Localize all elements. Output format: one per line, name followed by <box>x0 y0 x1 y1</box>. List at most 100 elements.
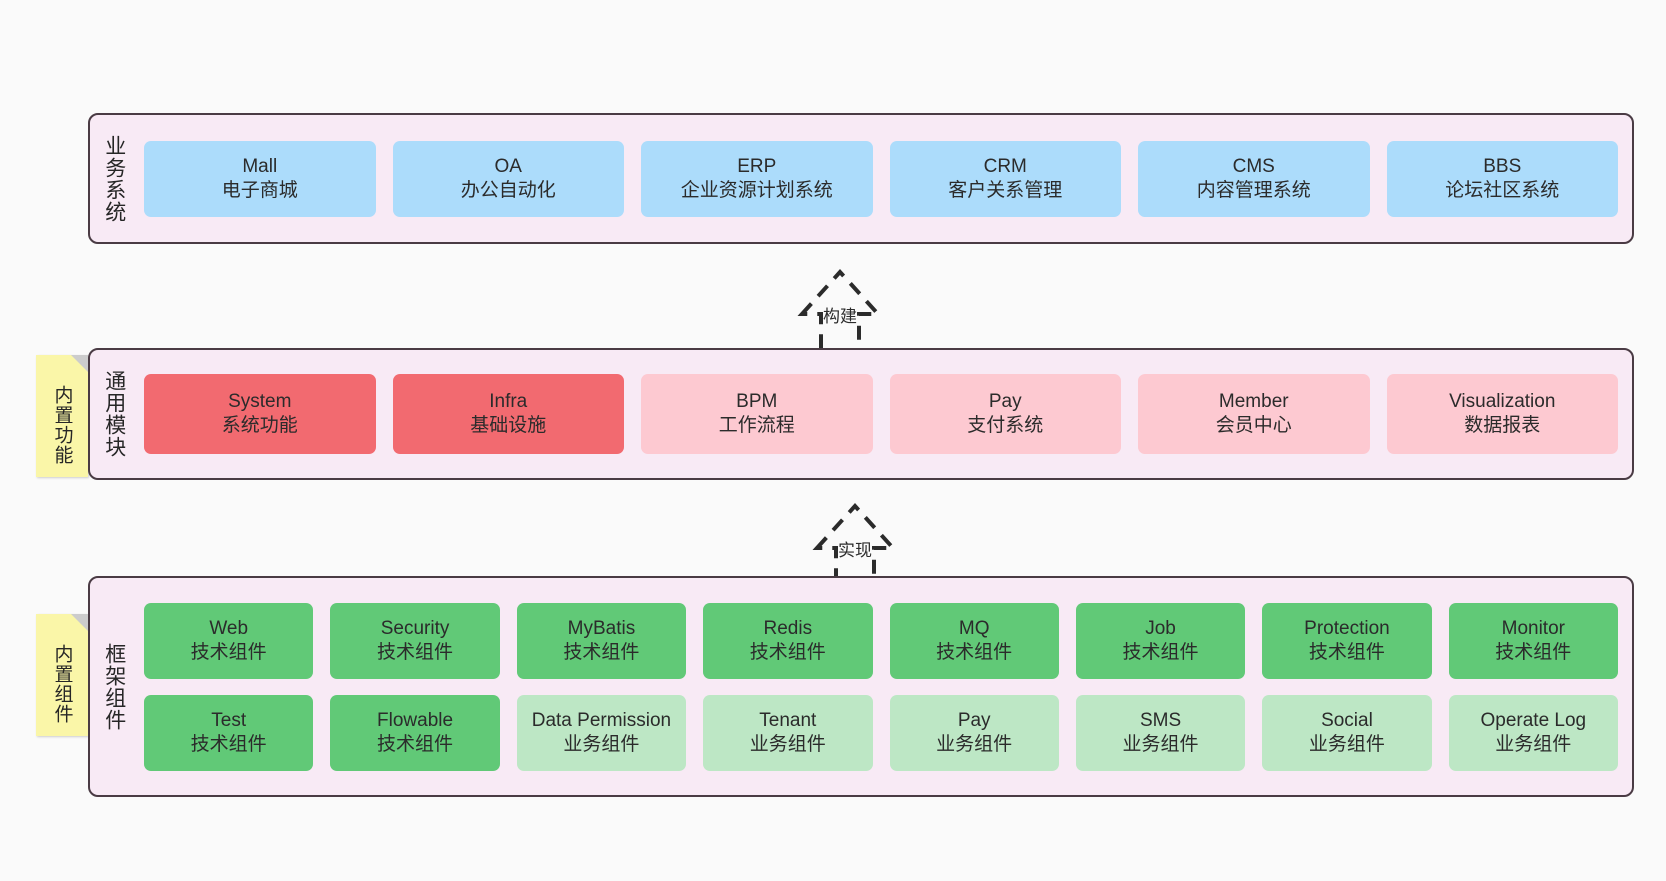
node-crm-desc: 客户关系管理 <box>948 179 1063 201</box>
node-web-desc: 技术组件 <box>190 641 267 663</box>
node-bpm-name: BPM <box>736 391 778 413</box>
connector-build: 构建 <box>740 258 940 358</box>
node-row-business: Mall 电子商城 OA 办公自动化 ERP 企业资源计划系统 CRM 客户关系… <box>144 140 1618 217</box>
node-bpm[interactable]: BPM 工作流程 <box>641 374 873 454</box>
node-bpm-desc: 工作流程 <box>718 415 795 436</box>
node-sms[interactable]: SMS 业务组件 <box>1075 694 1246 771</box>
node-social-name: Social <box>1321 709 1373 731</box>
layer-title-framework: 框架组件 <box>102 642 126 731</box>
arrow-up-dashed-icon <box>812 503 898 590</box>
node-infra-desc: 基础设施 <box>470 415 547 436</box>
node-redis-name: Redis <box>763 617 813 639</box>
node-operate-log-name: Operate Log <box>1480 709 1587 731</box>
node-pay-component-name: Pay <box>957 709 991 731</box>
node-security-name: Security <box>380 617 450 639</box>
node-job-name: Job <box>1145 617 1176 639</box>
node-web[interactable]: Web 技术组件 <box>144 602 314 679</box>
layer-title-business: 业务系统 <box>102 134 126 223</box>
node-job[interactable]: Job 技术组件 <box>1075 602 1246 679</box>
node-redis-desc: 技术组件 <box>749 641 826 663</box>
node-tenant-desc: 业务组件 <box>749 733 826 755</box>
layer-title-common: 通用模块 <box>102 370 126 458</box>
node-protection-desc: 技术组件 <box>1308 641 1385 663</box>
node-operate-log[interactable]: Operate Log 业务组件 <box>1448 694 1618 771</box>
node-redis[interactable]: Redis 技术组件 <box>703 602 873 679</box>
node-sms-desc: 业务组件 <box>1122 733 1199 755</box>
node-row-common: System 系统功能 Infra 基础设施 BPM 工作流程 Pay 支付系统… <box>144 374 1618 454</box>
node-crm-name: CRM <box>983 155 1027 177</box>
node-data-permission-name: Data Permission <box>531 709 672 731</box>
node-mq[interactable]: MQ 技术组件 <box>889 602 1059 679</box>
layer-common-module: 通用模块 System 系统功能 Infra 基础设施 BPM 工作流程 Pay <box>88 348 1634 480</box>
node-visualization[interactable]: Visualization 数据报表 <box>1386 374 1618 454</box>
node-erp-name: ERP <box>737 155 777 177</box>
node-pay-module-desc: 支付系统 <box>967 415 1044 436</box>
node-bbs-desc: 论坛社区系统 <box>1445 179 1560 201</box>
node-cms-desc: 内容管理系统 <box>1196 179 1311 201</box>
node-crm[interactable]: CRM 客户关系管理 <box>889 140 1121 217</box>
node-monitor-desc: 技术组件 <box>1495 641 1572 663</box>
node-mall-name: Mall <box>242 155 278 177</box>
node-system-desc: 系统功能 <box>221 415 298 436</box>
node-mq-name: MQ <box>958 617 990 639</box>
node-web-name: Web <box>209 617 249 639</box>
node-pay-module[interactable]: Pay 支付系统 <box>889 374 1121 454</box>
node-pay-component-desc: 业务组件 <box>936 733 1013 755</box>
node-test-name: Test <box>211 709 247 731</box>
node-mybatis[interactable]: MyBatis 技术组件 <box>516 602 687 679</box>
node-operate-log-desc: 业务组件 <box>1495 733 1572 755</box>
node-pay-component[interactable]: Pay 业务组件 <box>889 694 1059 771</box>
node-monitor[interactable]: Monitor 技术组件 <box>1448 602 1618 679</box>
node-mybatis-name: MyBatis <box>567 617 636 639</box>
node-mq-desc: 技术组件 <box>936 641 1013 663</box>
node-erp[interactable]: ERP 企业资源计划系统 <box>641 140 873 217</box>
sticky-note-builtin-components: 内置组件 <box>36 614 88 736</box>
node-member[interactable]: Member 会员中心 <box>1138 374 1370 454</box>
node-pay-module-name: Pay <box>988 391 1022 413</box>
node-test[interactable]: Test 技术组件 <box>144 694 314 771</box>
layer-body-business: Mall 电子商城 OA 办公自动化 ERP 企业资源计划系统 CRM 客户关系… <box>138 115 1632 242</box>
node-monitor-name: Monitor <box>1501 617 1565 639</box>
sticky-note-builtin-features: 内置功能 <box>36 355 88 477</box>
node-row-framework-business: Test 技术组件 Flowable 技术组件 Data Permission … <box>144 694 1618 771</box>
node-data-permission[interactable]: Data Permission 业务组件 <box>516 694 687 771</box>
layer-framework-component: 框架组件 Web 技术组件 Security 技术组件 MyBatis 技术组件… <box>88 576 1634 797</box>
node-protection-name: Protection <box>1304 617 1390 639</box>
node-visualization-name: Visualization <box>1449 391 1556 413</box>
node-bbs[interactable]: BBS 论坛社区系统 <box>1386 140 1618 217</box>
node-tenant[interactable]: Tenant 业务组件 <box>703 694 873 771</box>
node-data-permission-desc: 业务组件 <box>563 733 640 755</box>
arrow-up-dashed-icon <box>797 269 883 356</box>
node-mall-desc: 电子商城 <box>221 179 298 201</box>
node-tenant-name: Tenant <box>759 709 817 731</box>
node-job-desc: 技术组件 <box>1122 641 1199 663</box>
node-oa[interactable]: OA 办公自动化 <box>392 140 624 217</box>
node-visualization-desc: 数据报表 <box>1464 415 1541 436</box>
node-flowable-name: Flowable <box>377 709 454 731</box>
node-cms[interactable]: CMS 内容管理系统 <box>1138 140 1370 217</box>
layer-body-common: System 系统功能 Infra 基础设施 BPM 工作流程 Pay 支付系统… <box>138 350 1632 478</box>
node-flowable[interactable]: Flowable 技术组件 <box>330 694 500 771</box>
node-member-name: Member <box>1218 391 1289 413</box>
node-test-desc: 技术组件 <box>190 733 267 755</box>
node-infra[interactable]: Infra 基础设施 <box>392 374 624 454</box>
node-flowable-desc: 技术组件 <box>377 733 454 755</box>
node-protection[interactable]: Protection 技术组件 <box>1262 602 1432 679</box>
node-cms-name: CMS <box>1232 155 1275 177</box>
node-infra-name: Infra <box>489 391 528 413</box>
node-bbs-name: BBS <box>1483 155 1522 177</box>
node-erp-desc: 企业资源计划系统 <box>680 179 833 201</box>
node-security[interactable]: Security 技术组件 <box>330 602 500 679</box>
node-system[interactable]: System 系统功能 <box>144 374 376 454</box>
layer-business-system: 业务系统 Mall 电子商城 OA 办公自动化 ERP 企业资源计划系统 CRM <box>88 113 1634 244</box>
node-sms-name: SMS <box>1139 709 1182 731</box>
node-system-name: System <box>228 391 292 413</box>
layer-body-framework: Web 技术组件 Security 技术组件 MyBatis 技术组件 Redi… <box>138 578 1632 795</box>
node-security-desc: 技术组件 <box>377 641 454 663</box>
node-mall[interactable]: Mall 电子商城 <box>144 140 376 217</box>
node-oa-desc: 办公自动化 <box>460 179 556 201</box>
node-mybatis-desc: 技术组件 <box>563 641 640 663</box>
node-social[interactable]: Social 业务组件 <box>1262 694 1432 771</box>
node-social-desc: 业务组件 <box>1308 733 1385 755</box>
node-row-framework-tech: Web 技术组件 Security 技术组件 MyBatis 技术组件 Redi… <box>144 602 1618 679</box>
